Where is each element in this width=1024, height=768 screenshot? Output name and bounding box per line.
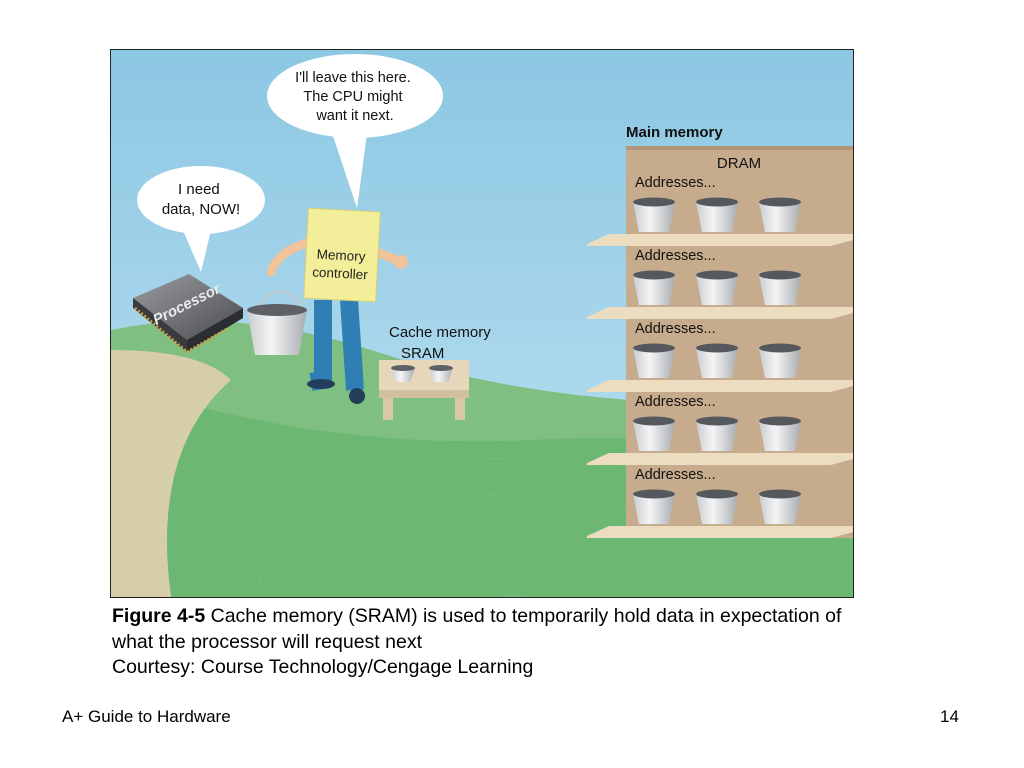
shelf-addresses-label: Addresses... <box>635 321 716 337</box>
memory-bucket-rim <box>696 416 738 426</box>
speech-bubble-cpu: I need data, NOW! <box>137 166 265 272</box>
memory-bucket <box>759 348 801 378</box>
shelf-board <box>587 453 853 465</box>
cache-bucket <box>391 368 415 382</box>
shelf-addresses-label: Addresses... <box>635 467 716 483</box>
memory-bucket-rim <box>696 270 738 280</box>
memory-bucket <box>759 275 801 305</box>
shelf-board <box>587 380 853 392</box>
memory-controller-person: Memory controller <box>247 207 408 404</box>
memory-bucket-rim <box>696 197 738 207</box>
bubble-controller-line-2: The CPU might <box>303 89 402 105</box>
memory-bucket-rim <box>633 270 675 280</box>
memory-bucket <box>759 494 801 524</box>
cache-table <box>379 360 469 420</box>
footer-page-number: 14 <box>940 707 959 726</box>
bubble-controller-line-3: want it next. <box>315 108 393 124</box>
shelf-addresses-label: Addresses... <box>635 248 716 264</box>
memory-bucket <box>696 348 738 378</box>
processor-chip: Processor <box>133 274 243 354</box>
memory-shelf: Addresses... <box>587 175 853 246</box>
memory-bucket-rim <box>759 416 801 426</box>
cache-bucket <box>429 368 453 382</box>
svg-text:I need data, NOW!: I need data, NOW! <box>162 181 240 218</box>
svg-text:Memory controller: Memory controller <box>312 247 370 283</box>
memory-shelf: Addresses... <box>587 394 853 465</box>
caption-credit: Courtesy: Course Technology/Cengage Lear… <box>112 656 534 678</box>
memory-bucket <box>696 202 738 232</box>
memory-bucket <box>633 494 675 524</box>
memory-bucket-rim <box>633 416 675 426</box>
svg-text:I'll leave this here. Th: I'll leave this here. The CPU might want… <box>295 70 415 124</box>
footer-book-title: A+ Guide to Hardware <box>62 707 231 726</box>
memory-bucket-rim <box>633 343 675 353</box>
controller-sign-line-1: Memory <box>316 247 366 265</box>
dram-label: DRAM <box>717 155 761 172</box>
shelf-board <box>587 307 853 319</box>
main-memory-rack: Addresses... Addresses... Addresses... Addr… <box>587 146 853 538</box>
memory-bucket <box>633 421 675 451</box>
memory-bucket-rim <box>633 197 675 207</box>
memory-bucket <box>759 202 801 232</box>
memory-bucket-rim <box>759 270 801 280</box>
memory-bucket-rim <box>759 489 801 499</box>
memory-shelf: Addresses... <box>587 321 853 392</box>
controller-sign-line-2: controller <box>312 264 369 282</box>
sram-label: SRAM <box>401 345 444 362</box>
memory-bucket-rim <box>696 489 738 499</box>
bubble-controller-line-1: I'll leave this here. <box>295 70 411 86</box>
cache-memory-label: Cache memory <box>389 324 491 341</box>
bubble-cpu-line-2: data, NOW! <box>162 201 240 218</box>
controller-sign <box>303 207 381 303</box>
memory-bucket <box>696 275 738 305</box>
shelf-board <box>587 234 853 246</box>
main-memory-label: Main memory <box>626 124 723 141</box>
held-bucket <box>247 310 307 355</box>
memory-bucket <box>759 421 801 451</box>
memory-bucket-rim <box>696 343 738 353</box>
shelf-addresses-label: Addresses... <box>635 175 716 191</box>
memory-bucket <box>633 202 675 232</box>
memory-bucket-rim <box>759 197 801 207</box>
memory-shelf: Addresses... <box>587 467 853 538</box>
figure-caption: Figure 4-5 Cache memory (SRAM) is used t… <box>112 604 872 681</box>
memory-bucket-rim <box>633 489 675 499</box>
memory-shelf: Addresses... <box>587 248 853 319</box>
memory-bucket <box>633 348 675 378</box>
shelf-board <box>587 526 853 538</box>
memory-bucket <box>696 494 738 524</box>
memory-bucket-rim <box>759 343 801 353</box>
figure-number: Figure 4-5 <box>112 605 206 627</box>
caption-text: Cache memory (SRAM) is used to temporari… <box>112 605 842 653</box>
speech-bubble-controller: I'll leave this here. The CPU might want… <box>267 54 443 208</box>
memory-bucket <box>633 275 675 305</box>
figure-illustration: Addresses... Addresses... Addresses... Addr… <box>110 49 854 598</box>
bubble-cpu-line-1: I need <box>178 181 220 198</box>
memory-bucket <box>696 421 738 451</box>
shelf-addresses-label: Addresses... <box>635 394 716 410</box>
